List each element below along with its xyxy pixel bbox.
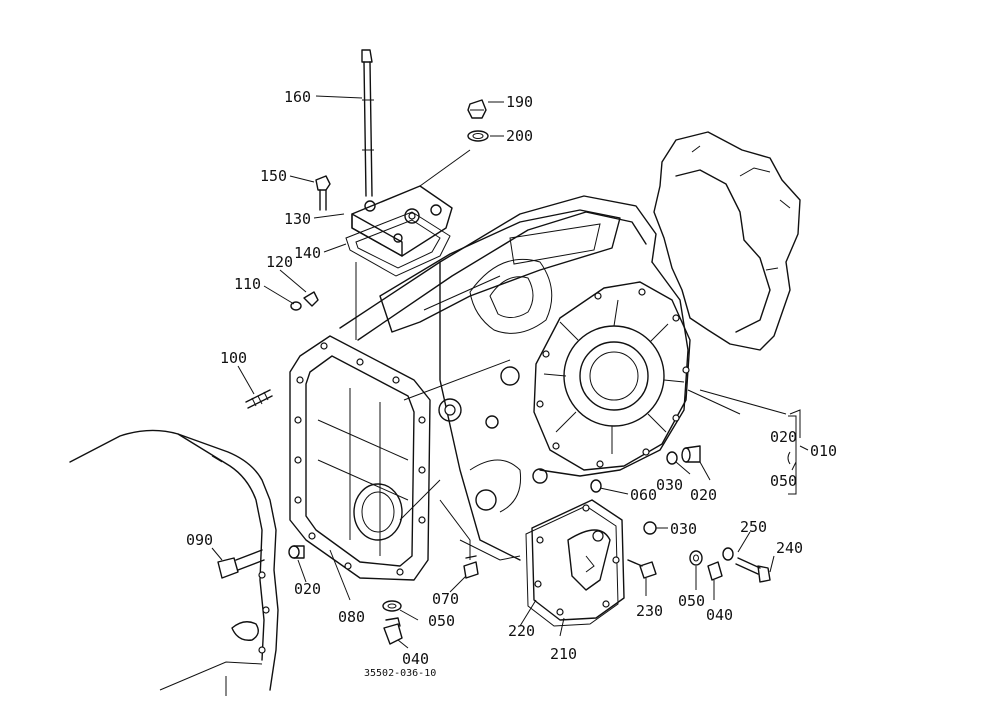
engine-housing-outline bbox=[653, 131, 801, 351]
part-label: 150 bbox=[260, 167, 287, 185]
part-label: 020 bbox=[690, 486, 717, 504]
bolt-230 bbox=[627, 559, 657, 579]
part-label: 030 bbox=[670, 520, 697, 538]
washer-200 bbox=[467, 130, 489, 142]
bracket-010 bbox=[787, 415, 797, 495]
part-label: 090 bbox=[186, 531, 213, 549]
dipstick bbox=[361, 49, 374, 197]
transmission-case bbox=[339, 195, 691, 561]
part-label: 250 bbox=[740, 518, 767, 536]
clutch-housing-outline bbox=[69, 429, 279, 696]
part-label: 050 bbox=[678, 592, 705, 610]
part-label: 040 bbox=[706, 606, 733, 624]
plug-070 bbox=[463, 555, 479, 579]
part-label: 020 bbox=[294, 580, 321, 598]
part-label: 140 bbox=[294, 244, 321, 262]
part-label: 130 bbox=[284, 210, 311, 228]
right-hardware bbox=[689, 547, 771, 583]
part-label: 200 bbox=[506, 127, 533, 145]
dowel-020-left bbox=[288, 545, 305, 559]
part-label: 060 bbox=[630, 486, 657, 504]
pins-right bbox=[590, 445, 701, 535]
plug-040-bottom bbox=[383, 617, 403, 645]
document-code: 35502-036-10 bbox=[364, 668, 436, 679]
front-cover-plate bbox=[289, 335, 431, 581]
leader-lines bbox=[211, 95, 809, 649]
part-label: 040 bbox=[402, 650, 429, 668]
nut-120 bbox=[290, 291, 319, 311]
part-label: 220 bbox=[508, 622, 535, 640]
bolt-150 bbox=[315, 175, 331, 211]
part-label: 020 bbox=[770, 428, 797, 446]
part-label: 050 bbox=[770, 472, 797, 490]
part-label: 120 bbox=[266, 253, 293, 271]
part-label: 230 bbox=[636, 602, 663, 620]
part-label: 190 bbox=[506, 93, 533, 111]
plug-190 bbox=[467, 99, 487, 119]
part-labels: 160 190 200 150 130 140 120 110 100 020 … bbox=[186, 88, 837, 668]
part-label: 080 bbox=[338, 608, 365, 626]
part-label: 240 bbox=[776, 539, 803, 557]
part-label: 110 bbox=[234, 275, 261, 293]
side-cover-210 bbox=[525, 499, 625, 627]
part-label: 010 bbox=[810, 442, 837, 460]
part-label: 100 bbox=[220, 349, 247, 367]
part-label: 050 bbox=[428, 612, 455, 630]
stud-100 bbox=[245, 389, 273, 409]
part-label: 070 bbox=[432, 590, 459, 608]
part-label: 210 bbox=[550, 645, 577, 663]
part-label: 160 bbox=[284, 88, 311, 106]
part-label: 030 bbox=[656, 476, 683, 494]
bolt-090 bbox=[217, 549, 265, 579]
washer-050-bottom bbox=[382, 600, 402, 612]
